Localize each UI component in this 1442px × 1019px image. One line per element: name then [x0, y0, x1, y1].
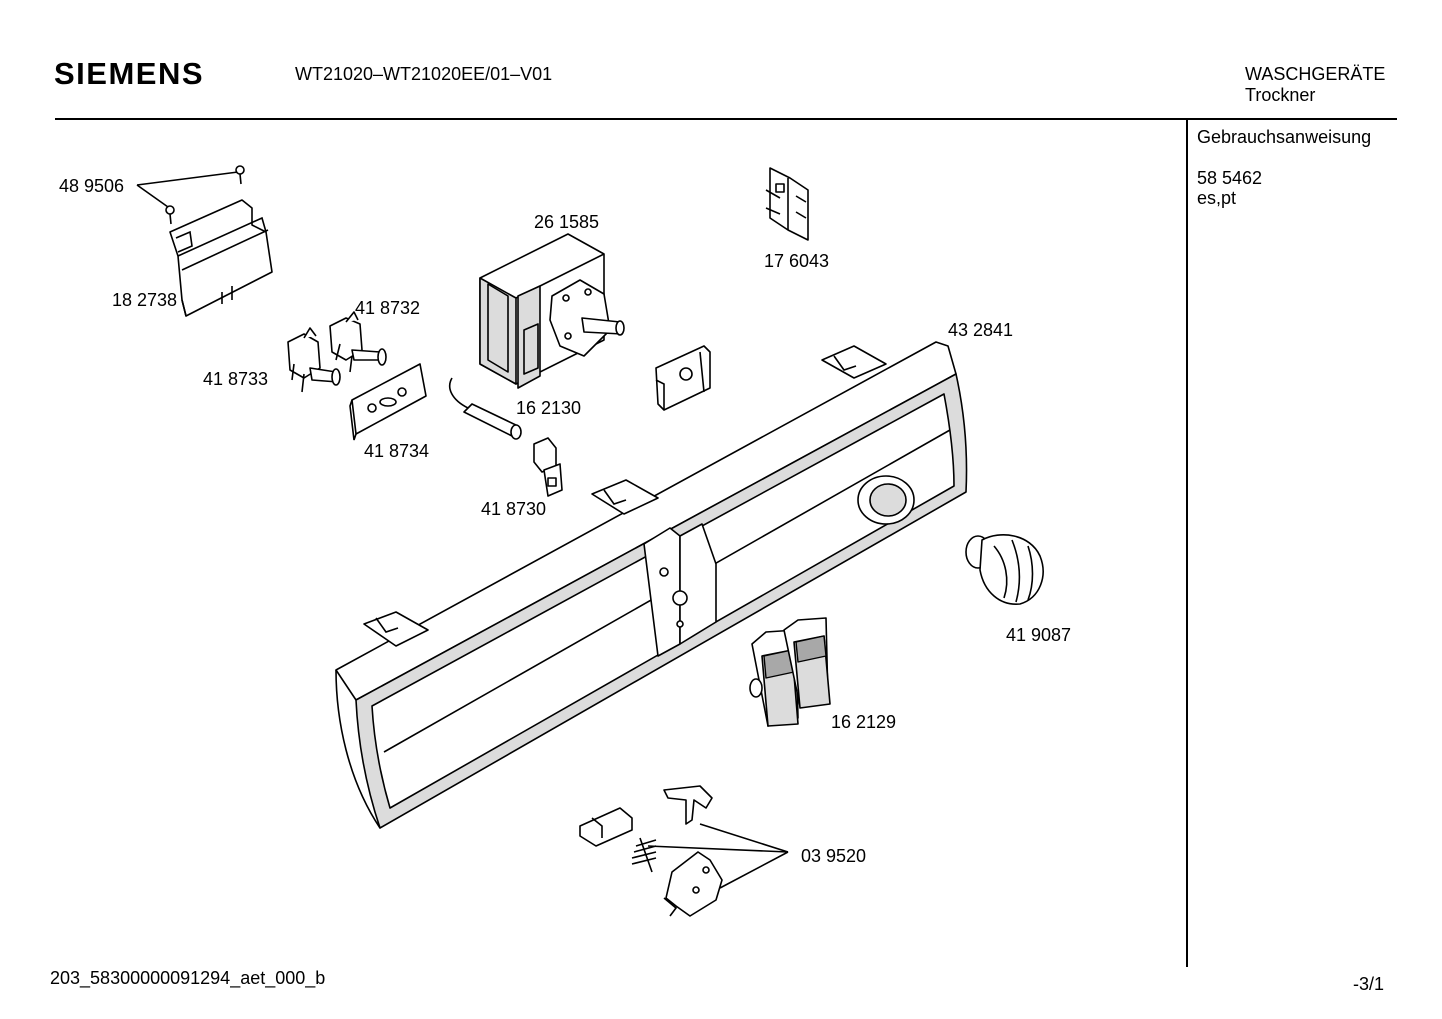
part-261585-drawing [479, 233, 625, 389]
part-162129-drawing [749, 617, 831, 727]
subcategory-label: Trockner [1245, 85, 1316, 105]
part-label-176043: 17 6043 [764, 251, 830, 271]
part-418733-drawing [287, 327, 341, 393]
part-label-489506: 48 9506 [59, 176, 125, 196]
part-432841-drawing [335, 341, 968, 829]
manual-doc-number: 58 5462 [1197, 168, 1263, 188]
model-number: WT21020–WT21020EE/01–V01 [295, 64, 553, 84]
part-162130-drawing [655, 345, 711, 411]
brand-logo: SIEMENS [54, 56, 205, 91]
part-418732-drawing [329, 311, 387, 373]
part-label-261585: 26 1585 [534, 212, 600, 232]
part-label-418730: 41 8730 [481, 499, 547, 519]
manual-title: Gebrauchsanweisung [1197, 127, 1372, 147]
page-number: -3/1 [1353, 974, 1385, 994]
part-039520-drawing [579, 785, 789, 917]
part-418730-drawing [448, 377, 563, 497]
part-label-432841: 43 2841 [948, 320, 1014, 340]
product-category: WASCHGERÄTE Trockner [1245, 64, 1385, 106]
manual-sidebar: Gebrauchsanweisung 58 5462 es,pt [1197, 127, 1371, 208]
part-label-418733: 41 8733 [203, 369, 269, 389]
part-489506-drawing [136, 165, 245, 225]
part-419087-drawing [965, 534, 1044, 605]
footer-document-id: 203_58300000091294_aet_000_b [50, 968, 326, 988]
manual-languages: es,pt [1197, 188, 1237, 208]
part-176043-drawing [765, 167, 809, 241]
part-label-182738: 18 2738 [112, 290, 178, 310]
part-label-162130: 16 2130 [516, 398, 582, 418]
part-label-419087: 41 9087 [1006, 625, 1072, 645]
part-label-039520: 03 9520 [801, 846, 867, 866]
part-label-418734: 41 8734 [364, 441, 430, 461]
part-label-162129: 16 2129 [831, 712, 897, 732]
part-label-418732: 41 8732 [355, 298, 421, 318]
category-label: WASCHGERÄTE [1245, 64, 1386, 84]
part-182738-drawing [169, 199, 273, 317]
part-418734-drawing [349, 363, 427, 441]
